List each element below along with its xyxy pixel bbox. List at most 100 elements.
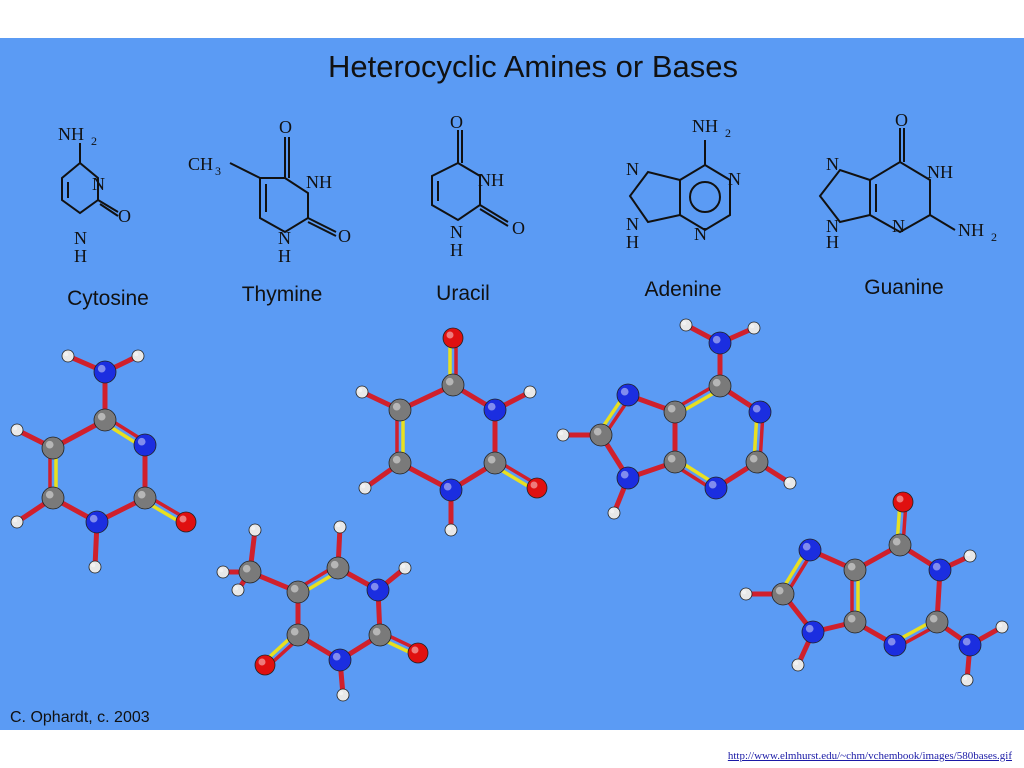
atom-label: NH [692, 116, 718, 136]
atom-highlight [370, 582, 379, 591]
atom-n [708, 331, 732, 355]
atom-highlight [963, 676, 968, 681]
atom-n [958, 633, 982, 657]
base-name-cytosine: Cytosine [67, 287, 149, 310]
atom-n [883, 633, 907, 657]
atom-label: N [626, 159, 639, 179]
atom-h [61, 349, 75, 363]
atom-highlight [401, 564, 406, 569]
atom-label: N [694, 224, 707, 244]
atom-label: N [892, 216, 905, 236]
atom-label: NH [306, 172, 332, 192]
atom-highlight [258, 658, 266, 666]
atom-n [483, 398, 507, 422]
atom-n [133, 433, 157, 457]
atom-c [286, 580, 310, 604]
atom-highlight [749, 454, 758, 463]
atom-o [254, 654, 276, 676]
source-url-link[interactable]: http://www.elmhurst.edu/~chm/vchembook/i… [727, 750, 1012, 762]
atom-c [663, 450, 687, 474]
ball-and-stick-models [10, 318, 1009, 702]
atom-label: O [512, 218, 525, 238]
atom-highlight [242, 564, 251, 573]
atom-highlight [847, 562, 856, 571]
atom-n [616, 466, 640, 490]
atom-n [801, 620, 825, 644]
atom-h [358, 481, 372, 495]
atom-h [523, 385, 537, 399]
atom-c [286, 623, 310, 647]
atom-n [328, 648, 352, 672]
atom-n [93, 360, 117, 384]
atom-highlight [742, 590, 747, 595]
atom-highlight [805, 624, 814, 633]
base-name-adenine: Adenine [644, 278, 721, 301]
atom-highlight [219, 568, 224, 573]
atom-highlight [998, 623, 1003, 628]
atom-label: N [450, 222, 463, 242]
atom-label: O [118, 206, 131, 226]
uracil-structure: O NH N H O Uracil [431, 112, 525, 305]
atom-highlight [932, 562, 941, 571]
atom-c [368, 623, 392, 647]
atom-c [133, 486, 157, 510]
atom-highlight [290, 627, 299, 636]
atom-c [41, 436, 65, 460]
atom-highlight [91, 563, 96, 568]
atom-highlight [966, 552, 971, 557]
atom-h [739, 587, 753, 601]
atom-highlight [487, 402, 496, 411]
thymine-structure: CH 3 O NH N H O Thymine [188, 117, 351, 306]
atom-highlight [620, 470, 629, 479]
atom-label: N [826, 216, 839, 236]
atom-subscript: 2 [725, 126, 731, 140]
atom-highlight [339, 691, 344, 696]
atom-highlight [64, 352, 69, 357]
atom-highlight [13, 518, 18, 523]
atom-highlight [443, 482, 452, 491]
atom-label: NH [958, 220, 984, 240]
atom-highlight [847, 614, 856, 623]
thymine-model [216, 520, 429, 702]
atom-label: N [74, 228, 87, 248]
base-name-guanine: Guanine [864, 276, 943, 299]
atom-h [355, 385, 369, 399]
atom-label: H [450, 240, 463, 260]
atom-h [960, 673, 974, 687]
atom-highlight [786, 479, 791, 484]
atom-o [175, 511, 197, 533]
atom-h [607, 506, 621, 520]
guanine-structure: O NH N NH 2 N N H Guanine [818, 110, 997, 299]
atom-highlight [330, 560, 339, 569]
diagram-title: Heterocyclic Amines or Bases [328, 49, 738, 84]
atom-c [238, 560, 262, 584]
atom-highlight [593, 427, 602, 436]
atom-highlight [667, 404, 676, 413]
atom-c [888, 533, 912, 557]
credit-text: C. Ophardt, c. 2003 [10, 709, 150, 726]
atom-c [483, 451, 507, 475]
atom-h [216, 565, 230, 579]
atom-highlight [446, 331, 454, 339]
adenine-model [556, 318, 797, 520]
atom-highlight [620, 387, 629, 396]
atom-o [442, 327, 464, 349]
atom-label: H [826, 232, 839, 252]
atom-highlight [179, 515, 187, 523]
atom-h [556, 428, 570, 442]
atom-highlight [794, 661, 799, 666]
atom-subscript: 2 [91, 134, 97, 148]
atom-highlight [896, 495, 904, 503]
atom-n [616, 383, 640, 407]
atom-h [747, 321, 761, 335]
atom-c [388, 398, 412, 422]
atom-highlight [332, 652, 341, 661]
atom-h [131, 349, 145, 363]
atom-highlight [750, 324, 755, 329]
atom-label: N [626, 214, 639, 234]
atom-highlight [89, 514, 98, 523]
atom-highlight [137, 490, 146, 499]
atom-h [995, 620, 1009, 634]
atom-label: O [895, 110, 908, 130]
